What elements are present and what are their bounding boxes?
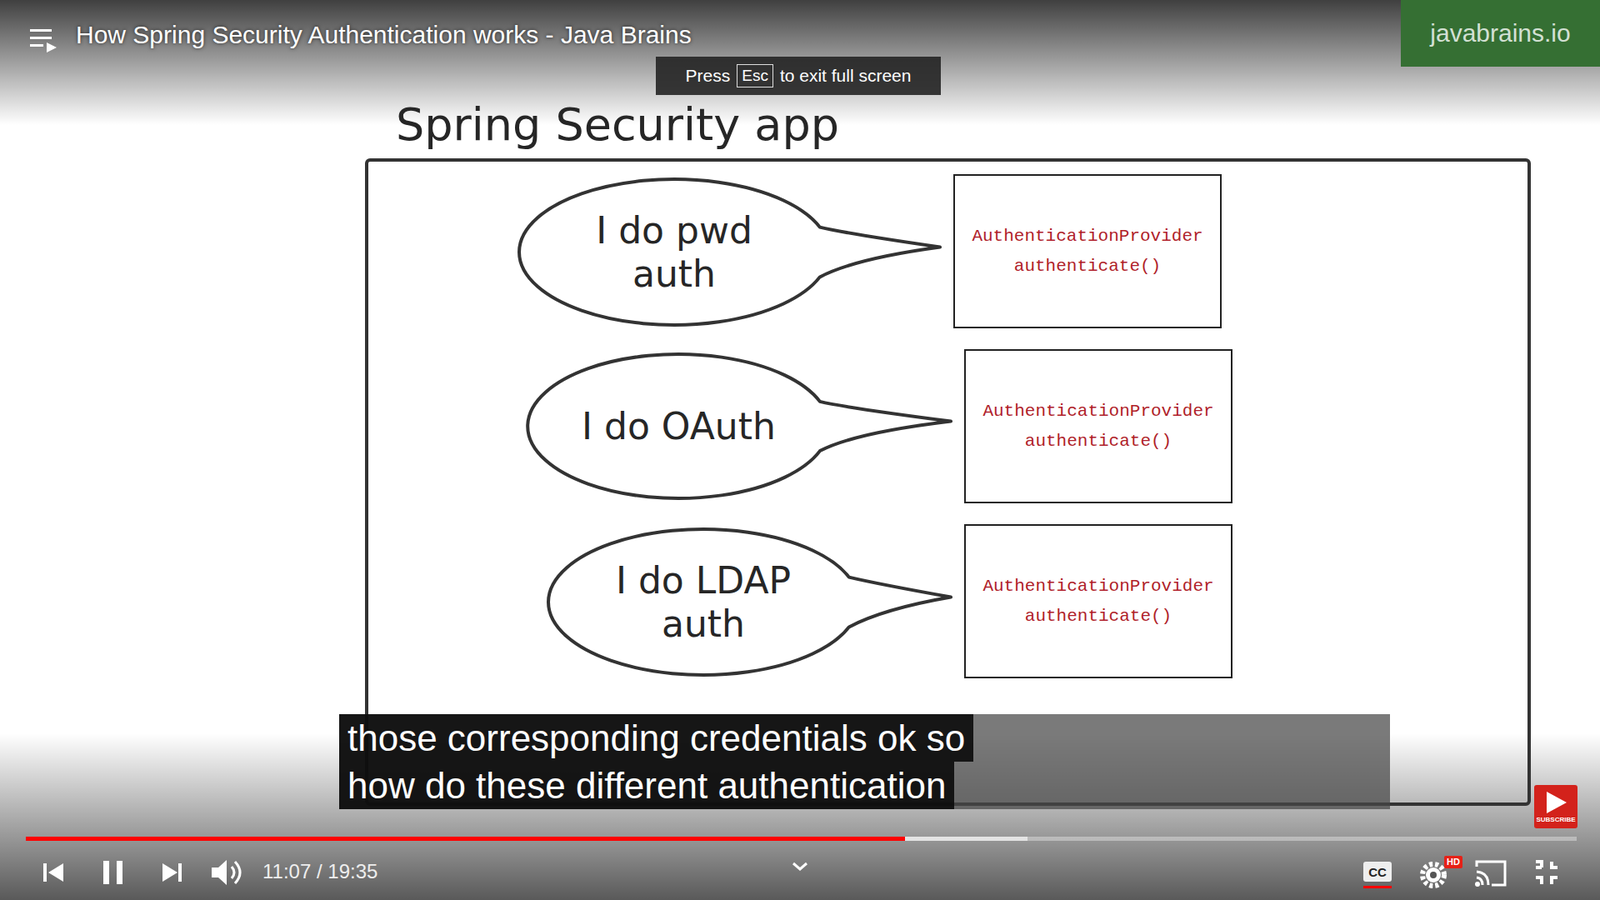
hd-label: HD xyxy=(1446,856,1460,868)
subscribe-badge xyxy=(1534,785,1578,829)
chevron-icon xyxy=(793,863,807,870)
app-heading: Spring Security app xyxy=(395,98,840,152)
provider-text: AuthenticationProvider xyxy=(982,400,1214,423)
shape-part xyxy=(30,44,44,47)
bubble-text-area: I do pwd auth xyxy=(574,209,775,296)
toast-text: Press xyxy=(685,65,731,86)
provider-text: AuthenticationProvider xyxy=(971,225,1203,248)
shape-part xyxy=(116,860,123,885)
menu-icon xyxy=(30,29,57,53)
prev-icon xyxy=(43,863,64,882)
shape-part xyxy=(1425,867,1441,883)
subtitle-line: those corresponding credentials ok so xyxy=(339,714,974,762)
shape-part xyxy=(1476,871,1489,885)
subtitle-area: those corresponding credentials ok sohow… xyxy=(339,714,1390,810)
shape-part xyxy=(25,836,905,841)
cc-underline xyxy=(1363,885,1392,889)
watermark-box: javabrains.io xyxy=(1400,0,1600,67)
toast-text: to exit full screen xyxy=(780,65,912,86)
bubble-shape xyxy=(527,354,951,499)
shape-part xyxy=(43,863,47,882)
speech-bubble: I do pwd auth xyxy=(514,174,835,330)
bubble-outline xyxy=(543,524,864,680)
subscribe-text-area: SUBSCRIBE xyxy=(1534,815,1578,825)
shape-part xyxy=(1422,864,1445,886)
cc-label: CC xyxy=(1368,865,1387,880)
provider-text: AuthenticationProvider xyxy=(982,575,1214,598)
bubble-shape xyxy=(548,529,951,675)
bubble-outline xyxy=(514,174,835,330)
watermark: javabrains.io xyxy=(1430,19,1570,48)
pause-icon xyxy=(103,860,123,885)
shape-part xyxy=(103,860,110,885)
next-icon xyxy=(162,863,182,882)
shape-part xyxy=(1535,877,1542,885)
app-boundary: Spring Security appI do pwd authAuthenti… xyxy=(365,158,1531,806)
shape-part xyxy=(30,36,52,40)
provider-text: authenticate() xyxy=(1025,605,1172,628)
time-readout: 11:07 / 19:35 xyxy=(262,859,378,885)
video-title: How Spring Security Authentication works… xyxy=(75,18,692,52)
bubble-text-area: I do OAuth xyxy=(581,405,776,449)
cc-button: CC xyxy=(1363,861,1392,882)
settings-icon xyxy=(1422,864,1445,886)
fullscreen-toast: PressEsc to exit full screen xyxy=(655,56,941,95)
hd-badge: HD xyxy=(1444,855,1463,869)
progress-bar xyxy=(25,836,1577,841)
subtitle-line: how do these different authentication xyxy=(339,761,955,810)
shape-part xyxy=(48,863,64,882)
shape-part xyxy=(211,860,227,885)
provider-box: AuthenticationProvider authenticate() xyxy=(964,349,1233,504)
shape-part xyxy=(30,29,52,32)
subscribe-label: SUBSCRIBE xyxy=(1534,815,1578,825)
shape-part xyxy=(46,42,57,53)
title-area: How Spring Security Authentication works… xyxy=(75,18,692,52)
shape-part xyxy=(1551,861,1558,868)
volume-icon xyxy=(211,860,240,885)
shape-part xyxy=(25,836,1577,841)
bubble-text-area: I do LDAP auth xyxy=(603,559,804,646)
shape-part xyxy=(1476,861,1505,885)
speech-bubble: I do LDAP auth xyxy=(543,524,864,680)
shape-part xyxy=(1551,877,1558,885)
shape-part xyxy=(231,866,235,879)
time-area: 11:07 / 19:35 xyxy=(262,859,378,885)
exit-fullscreen-icon xyxy=(1535,861,1558,885)
shape-part xyxy=(1476,877,1483,885)
play-symbol xyxy=(1546,791,1567,814)
shape-part xyxy=(235,861,240,884)
shape-part xyxy=(1476,883,1480,886)
bubble-text: I do LDAP auth xyxy=(603,559,804,646)
provider-box: AuthenticationProvider authenticate() xyxy=(964,524,1233,679)
provider-text: authenticate() xyxy=(1025,430,1172,453)
key-cap: Esc xyxy=(736,64,774,88)
shape-part xyxy=(1430,871,1437,879)
shape-part xyxy=(1535,861,1542,868)
provider-box: AuthenticationProvider authenticate() xyxy=(953,174,1222,329)
speech-bubble: I do OAuth xyxy=(522,349,835,504)
shape-part xyxy=(178,863,182,882)
provider-text: authenticate() xyxy=(1014,255,1161,278)
shape-part xyxy=(25,836,1028,841)
bubble-text: I do pwd auth xyxy=(574,209,775,296)
cast-icon xyxy=(1476,861,1506,886)
bubble-text: I do OAuth xyxy=(581,405,776,449)
bubble-shape xyxy=(519,179,940,325)
shape-part xyxy=(162,863,178,882)
